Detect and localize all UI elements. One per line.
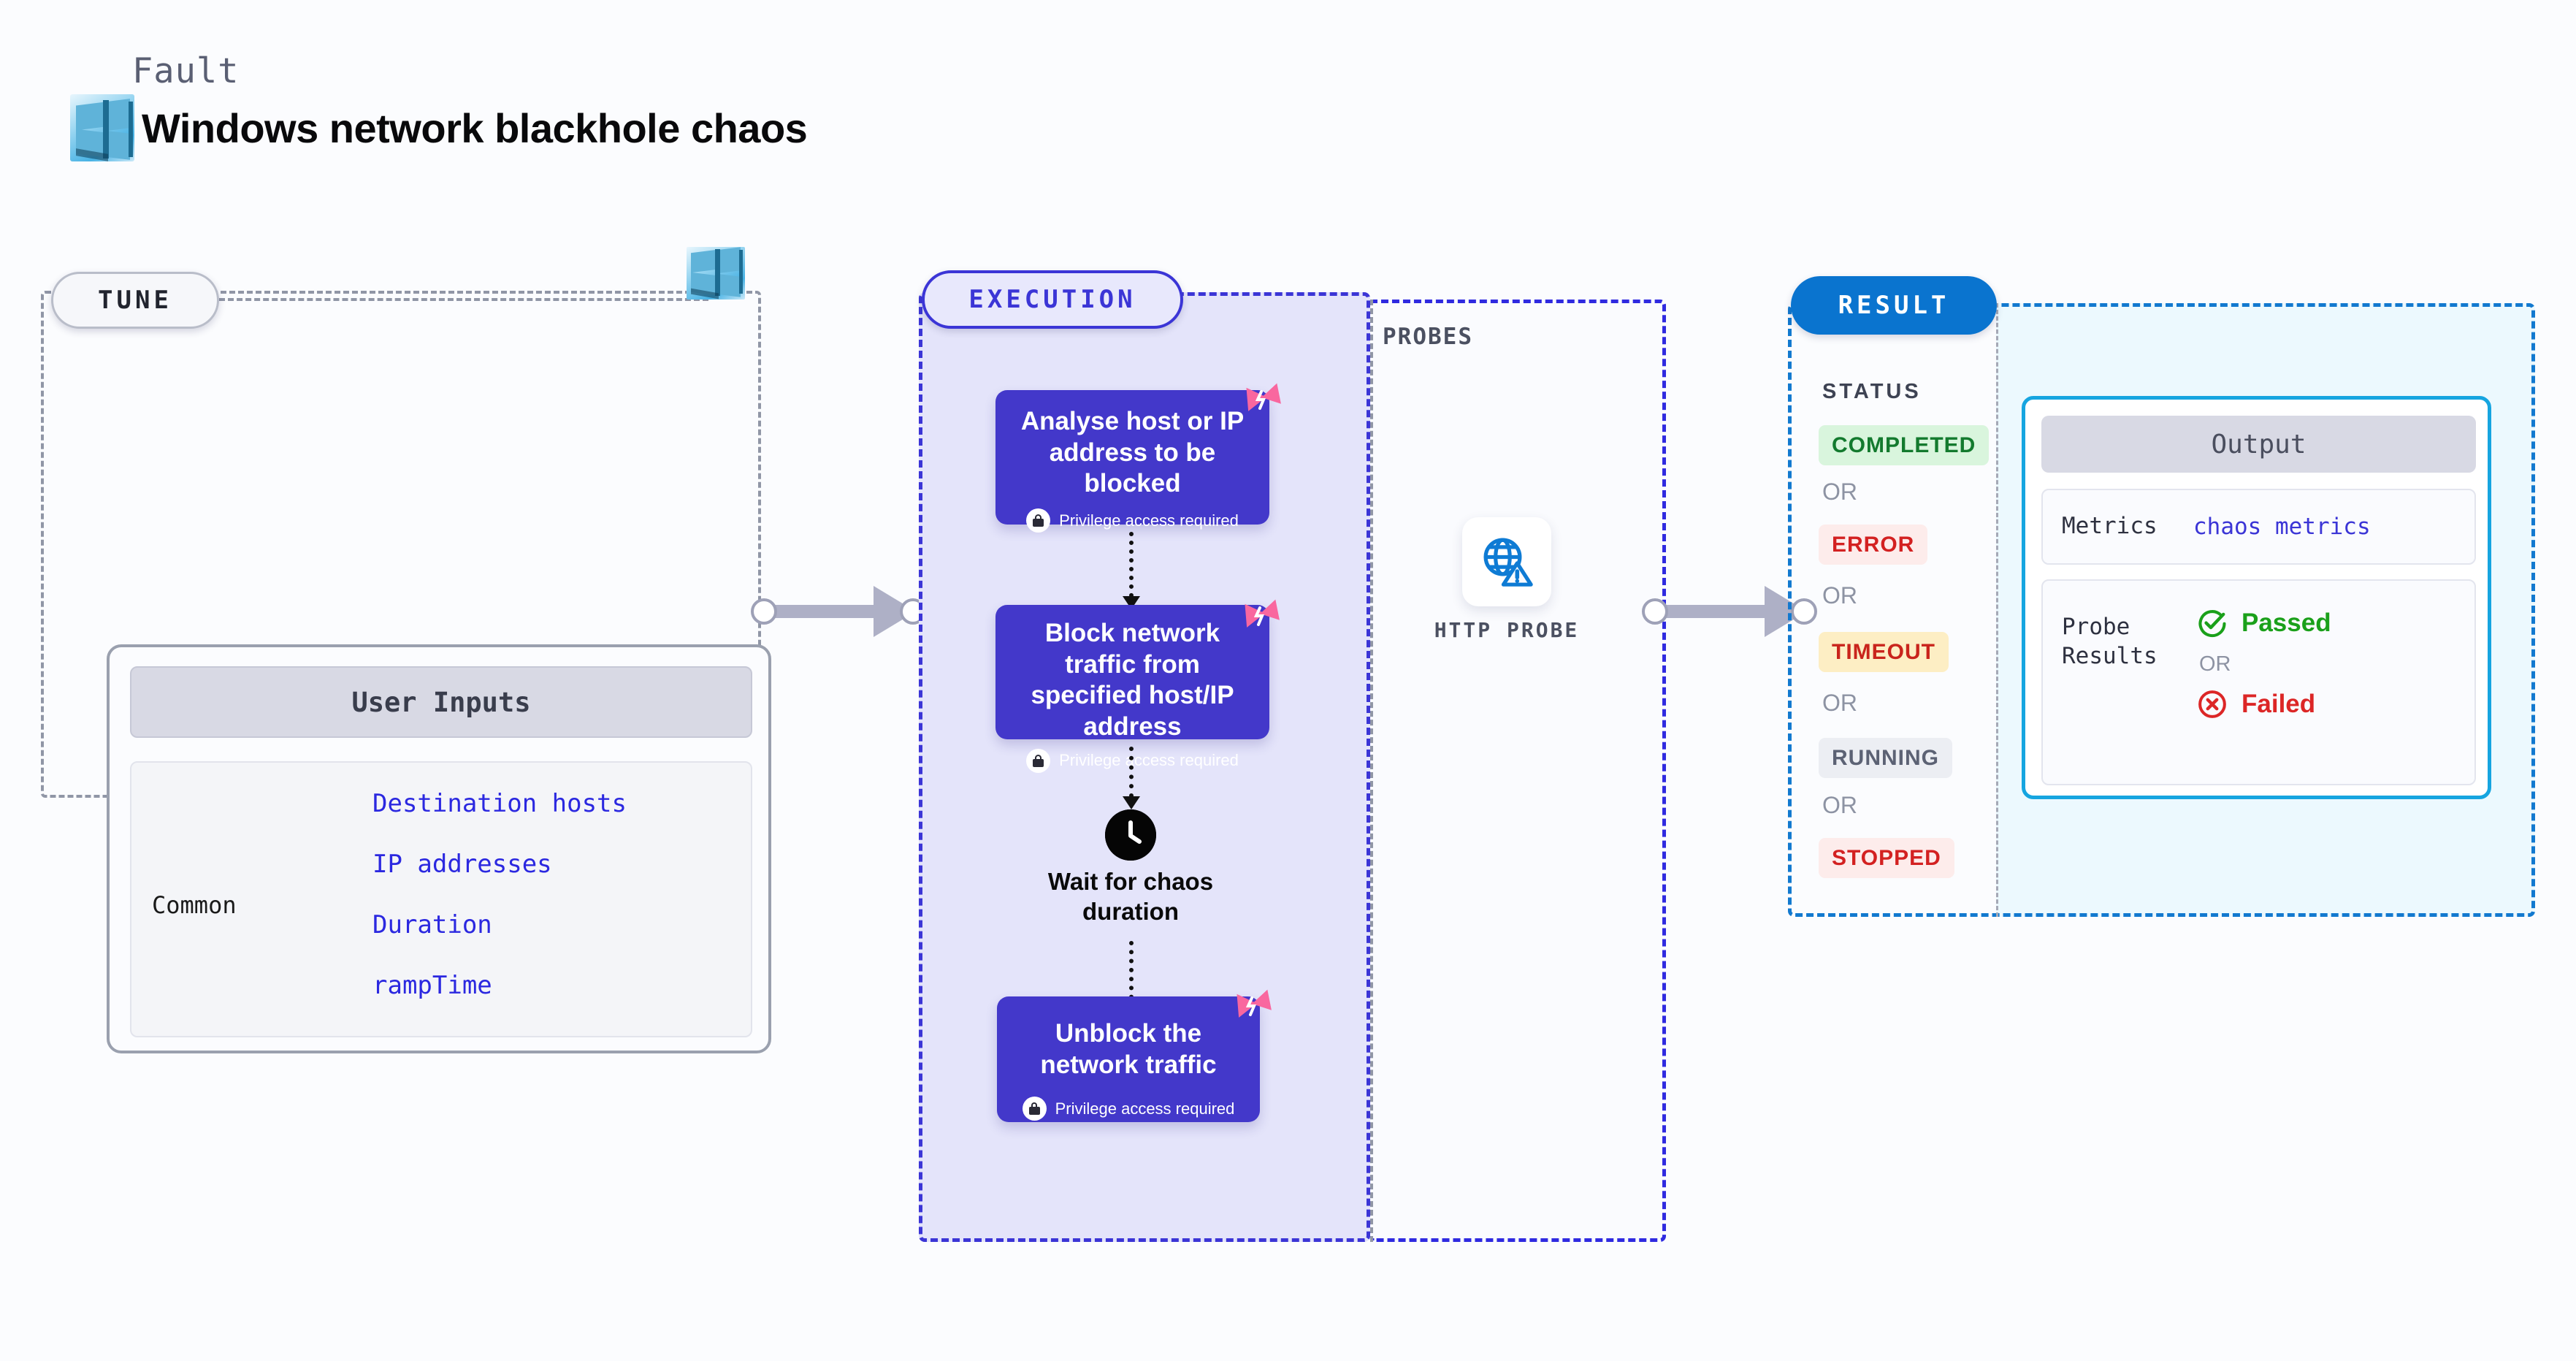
output-card-header: Output <box>2041 416 2476 473</box>
or-separator: OR <box>1822 582 1857 609</box>
fault-kicker-label: Fault <box>132 51 240 91</box>
probes-left-divider <box>1370 300 1373 1242</box>
privilege-note-text: Privilege access required <box>1059 751 1239 770</box>
check-circle-icon <box>2198 610 2226 638</box>
lock-icon <box>1026 748 1051 773</box>
or-separator: OR <box>1822 792 1857 818</box>
status-badge: RUNNING <box>1819 738 1952 778</box>
probes-section-panel <box>1370 300 1666 1242</box>
clock-icon <box>1105 809 1156 861</box>
windows-logo-icon <box>70 94 134 161</box>
status-badge: ERROR <box>1819 525 1928 565</box>
flow-arrow-1 <box>1123 532 1140 609</box>
status-badge: TIMEOUT <box>1819 632 1949 672</box>
chaos-fault-marker-icon <box>1237 989 1272 1018</box>
user-inputs-header: User Inputs <box>130 666 752 738</box>
execution-section-pill[interactable]: EXECUTION <box>922 270 1183 329</box>
user-inputs-list: Destination hosts IP addresses Duration … <box>372 789 627 1032</box>
execution-step-1[interactable]: Analyse host or IP address to be blocked… <box>995 390 1269 533</box>
privilege-note-row: Privilege access required <box>995 748 1269 773</box>
probe-results-label: Probe Results <box>2062 614 2158 669</box>
list-item[interactable]: Duration <box>372 910 492 939</box>
tune-card: User Inputs Common Destination hosts IP … <box>107 644 771 1053</box>
passed-label: Passed <box>2241 609 2331 637</box>
chaos-fault-marker-icon <box>1245 599 1280 628</box>
chaos-fault-marker-icon <box>1246 383 1281 411</box>
connector-probes-to-result <box>1642 586 1817 637</box>
probe-results-row: Probe Results Passed OR Failed <box>2041 579 2476 785</box>
or-separator: OR <box>1822 690 1857 716</box>
privilege-note-row: Privilege access required <box>995 508 1269 533</box>
lock-icon <box>1022 1097 1047 1121</box>
result-section-pill[interactable]: RESULT <box>1791 276 1997 335</box>
metrics-row: Metrics chaos metrics <box>2041 489 2476 565</box>
globe-warning-icon <box>1483 538 1533 587</box>
title-row: Windows network blackhole chaos <box>70 94 808 161</box>
user-inputs-body: Common Destination hosts IP addresses Du… <box>130 761 752 1037</box>
connector-tune-to-execution <box>751 586 926 637</box>
execution-step-2-title: Block network traffic from specified hos… <box>1031 619 1234 742</box>
probe-result-failed: Failed <box>2196 688 2331 720</box>
execution-step-2[interactable]: Block network traffic from specified hos… <box>995 605 1269 773</box>
tune-connector-line <box>219 298 708 301</box>
privilege-note-text: Privilege access required <box>1059 511 1239 530</box>
list-item[interactable]: rampTime <box>372 971 492 1000</box>
status-badge: COMPLETED <box>1819 425 1990 465</box>
execution-step-3[interactable]: Unblock the network traffic Privilege ac… <box>997 996 1260 1122</box>
output-card: Output Metrics chaos metrics Probe Resul… <box>2022 396 2491 799</box>
http-probe-tile[interactable] <box>1462 517 1551 606</box>
failed-label: Failed <box>2241 690 2316 718</box>
privilege-note-row: Privilege access required <box>997 1097 1260 1121</box>
probe-result-passed: Passed <box>2196 607 2331 639</box>
x-circle-icon <box>2198 690 2226 718</box>
status-badge: STOPPED <box>1819 838 1954 878</box>
tune-section-pill[interactable]: TUNE <box>51 272 219 329</box>
execution-step-3-title: Unblock the network traffic <box>1040 1019 1217 1079</box>
privilege-note-text: Privilege access required <box>1055 1099 1235 1118</box>
windows-logo-icon <box>687 247 745 300</box>
common-group-label: Common <box>152 891 237 919</box>
list-item[interactable]: IP addresses <box>372 850 552 879</box>
page-header: Fault Windows network blackhole chaos <box>70 51 808 161</box>
lock-icon <box>1026 508 1051 533</box>
status-column-label: STATUS <box>1822 380 1922 403</box>
execution-step-1-title: Analyse host or IP address to be blocked <box>1020 407 1245 498</box>
list-item[interactable]: Destination hosts <box>372 789 627 818</box>
probes-section-label: PROBES <box>1383 324 1473 350</box>
or-separator: OR <box>2199 652 2231 676</box>
metrics-label: Metrics <box>2062 513 2158 540</box>
http-probe-caption: HTTP PROBE <box>1434 618 1580 642</box>
tune-section-panel: User Inputs Common Destination hosts IP … <box>41 291 771 1053</box>
result-column-divider <box>1996 303 1998 917</box>
flow-arrow-2 <box>1123 747 1140 809</box>
page-title: Windows network blackhole chaos <box>142 104 808 151</box>
wait-step-label: Wait for chaos duration <box>1047 868 1214 926</box>
or-separator: OR <box>1822 479 1857 505</box>
result-section-panel <box>1788 303 2535 917</box>
metrics-value[interactable]: chaos metrics <box>2193 514 2371 540</box>
